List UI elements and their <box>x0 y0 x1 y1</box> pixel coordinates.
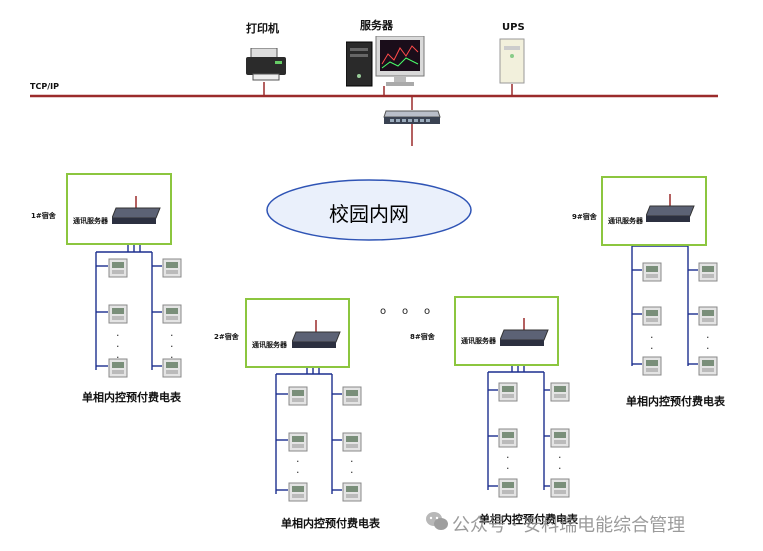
dorm8-hub-label: 通讯服务器 <box>461 337 496 345</box>
printer-icon <box>246 48 286 81</box>
dorm1-left-more: · · · <box>116 329 120 364</box>
dorm2-wiring <box>275 366 342 494</box>
dorm9-meter-6-icon <box>698 356 718 376</box>
dorm9-label: 9#宿舍 <box>572 213 597 221</box>
dorm1-meter-2-icon <box>108 304 128 324</box>
dorm9-wiring <box>631 238 698 366</box>
dorm8-meter-6-icon <box>550 478 570 498</box>
dorm9-meters-caption: 单相内控预付费电表 <box>626 395 725 408</box>
dorm2-hub-label: 通讯服务器 <box>252 341 287 349</box>
dorm9-hub-icon <box>646 194 695 222</box>
dorm1-label: 1#宿舍 <box>31 212 56 220</box>
dorm2-meter-5-icon <box>342 432 362 452</box>
more-dorms-ellipsis: o o o <box>380 306 431 317</box>
dorm8-wiring <box>487 364 550 490</box>
dorm8-label: 8#宿舍 <box>410 333 435 341</box>
tcpip-label: TCP/IP <box>30 82 59 91</box>
dorm2-hub-icon <box>292 320 341 348</box>
dorm8-meter-2-icon <box>498 428 518 448</box>
dorm1-meter-4-icon <box>162 258 182 278</box>
dorm2-meter-1-icon <box>288 386 308 406</box>
dorm8-hub-icon <box>500 318 549 346</box>
dorm8-meter-4-icon <box>550 382 570 402</box>
dorm8-meter-3-icon <box>498 478 518 498</box>
watermark-text: 公众号 · 安科瑞电能综合管理 <box>452 515 686 536</box>
dorm2-meters-caption: 单相内控预付费电表 <box>281 517 380 530</box>
dorm9-hub-label: 通讯服务器 <box>608 217 643 225</box>
server-icon <box>346 36 425 87</box>
dorm2-meter-6-icon <box>342 482 362 502</box>
dorm8-meter-5-icon <box>550 428 570 448</box>
dorm1-wiring <box>95 244 162 370</box>
dorm8-meters-caption: 单相内控预付费电表 <box>479 513 578 526</box>
dorm9-panel <box>601 176 707 246</box>
dorm1-meter-3-icon <box>108 358 128 378</box>
printer-label: 打印机 <box>246 22 279 35</box>
dorm2-meter-4-icon <box>342 386 362 406</box>
dorm1-meter-6-icon <box>162 358 182 378</box>
ups-label: UPS <box>502 22 525 33</box>
dorm9-meter-3-icon <box>642 356 662 376</box>
dorm9-meter-5-icon <box>698 306 718 326</box>
dorm8-meter-1-icon <box>498 382 518 402</box>
server-label: 服务器 <box>360 19 393 32</box>
dorm9-meter-1-icon <box>642 262 662 282</box>
dorm1-right-more: · · · <box>170 329 174 364</box>
dorm2-label: 2#宿舍 <box>214 333 239 341</box>
campus-network-label: 校园内网 <box>329 202 409 226</box>
dorm1-hub-label: 通讯服务器 <box>73 217 108 225</box>
dorm1-meter-1-icon <box>108 258 128 278</box>
campus-network-ellipse <box>266 179 472 241</box>
dorm2-meter-2-icon <box>288 432 308 452</box>
wechat-icon <box>426 512 448 530</box>
ups-icon <box>499 38 525 84</box>
dorm9-meter-4-icon <box>698 262 718 282</box>
dorm2-meter-3-icon <box>288 482 308 502</box>
network-switch-icon <box>383 110 441 124</box>
dorm1-hub-icon <box>112 196 161 224</box>
dorm9-meter-2-icon <box>642 306 662 326</box>
dorm1-meter-5-icon <box>162 304 182 324</box>
dorm1-meters-caption: 单相内控预付费电表 <box>82 391 181 404</box>
